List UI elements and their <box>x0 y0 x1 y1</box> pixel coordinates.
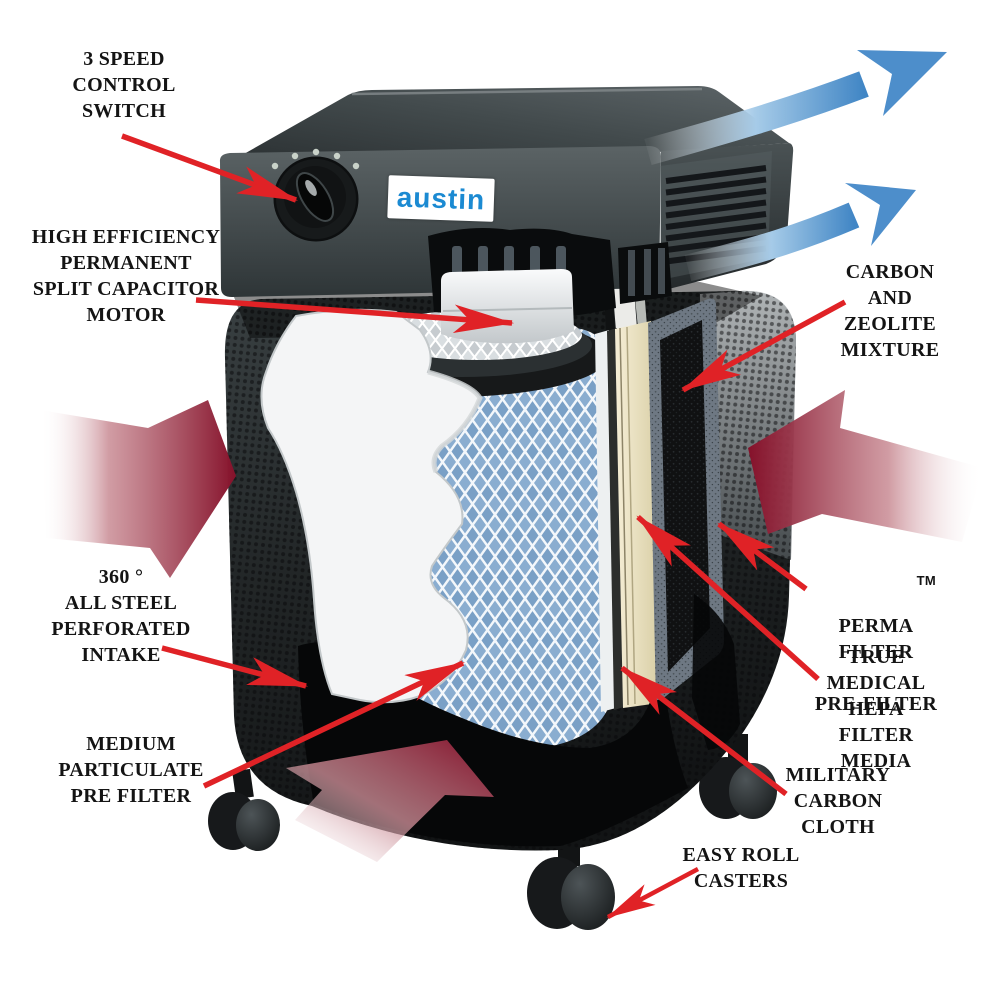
label-perma-filter-line1: PERMA FILTER <box>838 615 914 663</box>
label-perma-filter-line2: PRE-FILTER <box>814 693 938 715</box>
label-medium-prefilter: MEDIUM PARTICULATE PRE FILTER <box>58 733 204 807</box>
label-motor: HIGH EFFICIENCY PERMANENT SPLIT CAPACITO… <box>31 226 221 326</box>
callout-arrow-hepa <box>636 514 820 682</box>
intake-arrow-left <box>40 400 236 578</box>
callout-arrow-motor <box>195 297 515 334</box>
label-perma-filter: TM PERMA FILTER PRE-FILTER <box>814 548 938 743</box>
intake-arrow-right <box>748 390 983 542</box>
callout-arrow-casters <box>606 867 700 919</box>
intake-airflow-arrows <box>40 390 983 862</box>
callout-arrows <box>121 133 847 919</box>
medium-particulate-prefilter-wrap <box>260 308 483 704</box>
carbon-zeolite-layer <box>648 298 724 704</box>
label-speed-switch: 3 SPEED CONTROL SWITCH <box>72 48 176 122</box>
motor-head-unit <box>219 86 794 344</box>
callout-arrow-carbon-cloth <box>620 665 788 797</box>
label-casters: EASY ROLL CASTERS <box>682 844 800 892</box>
label-intake: 360 ° ALL STEEL PERFORATED INTAKE <box>51 566 191 666</box>
label-carbon-zeolite: CARBON AND ZEOLITE MIXTURE <box>840 261 940 361</box>
hepa-media-layer <box>615 321 659 708</box>
label-carbon-cloth: MILITARY CARBON CLOTH <box>785 764 891 838</box>
label-hepa: TRUE MEDICAL HEPA FILTER MEDIA <box>826 646 926 772</box>
motor-shaft <box>441 269 574 344</box>
callout-arrow-carbon-zeolite <box>681 299 847 393</box>
outflow-arrow-bottom <box>684 202 860 282</box>
callout-arrow-medium-prefilter <box>202 660 465 789</box>
trademark-symbol: TM <box>916 573 936 588</box>
callout-arrow-intake <box>161 645 309 689</box>
outflow-arrow-top <box>644 71 869 166</box>
caster-left <box>208 768 280 851</box>
military-carbon-cloth-layer <box>595 328 624 712</box>
intake-arrow-bottom <box>286 740 494 862</box>
brand-logo: austin <box>387 175 495 222</box>
callout-arrow-perma-filter <box>717 521 808 592</box>
callout-arrow-speed-switch <box>121 133 299 203</box>
outflow-airflow-arrows <box>644 50 947 282</box>
